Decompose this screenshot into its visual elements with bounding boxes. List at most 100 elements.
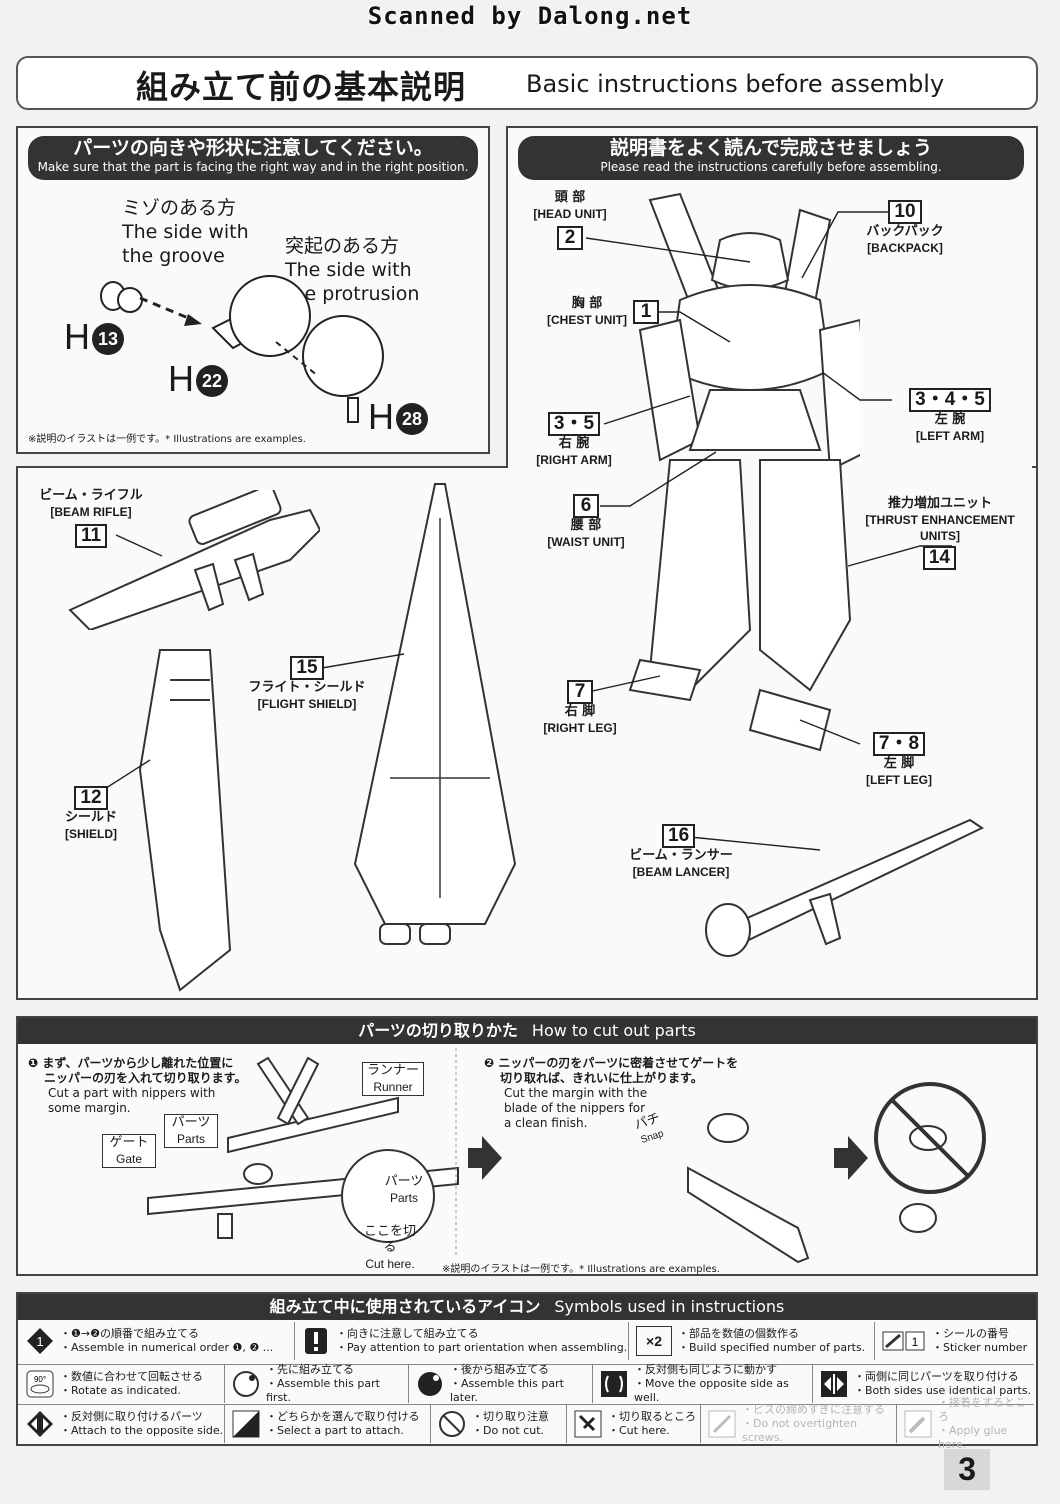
sticker-icon: 1 bbox=[882, 1327, 926, 1355]
cut-here-label-en: Cut here. bbox=[365, 1257, 415, 1271]
zoom-parts-label-jp: パーツ bbox=[384, 1174, 424, 1189]
cut-step2-marker: ❷ bbox=[484, 1056, 499, 1070]
mobile-suit-illustration bbox=[628, 192, 860, 752]
label-beam-rifle: ビーム・ライフル [BEAM RIFLE] 11 bbox=[36, 488, 146, 548]
cut-note: ※説明のイラストは一例です。* Illustrations are exampl… bbox=[442, 1264, 720, 1275]
symbol-later: ・後から組み立てる・Assemble this part later. bbox=[408, 1363, 593, 1404]
protrusion-label-en2: the protrusion bbox=[285, 283, 420, 305]
symbol-cut-here: ・切り取るところ・Cut here. bbox=[566, 1404, 701, 1443]
step-order-icon-label: 1 bbox=[36, 1334, 43, 1349]
label-beam-lancer-en: [BEAM LANCER] bbox=[632, 865, 730, 879]
opposite-side-icon bbox=[26, 1410, 54, 1438]
symbol-rotate: 90° ・数値に合わせて回転させる・Rotate as indicated. bbox=[18, 1364, 225, 1403]
cut-step2: ❷ ニッパーの刃をパーツに密着させてゲートを 切り取れば、きれいに仕上がります。… bbox=[484, 1056, 738, 1131]
symbol-multiple: ×2 ・部品を数値の個数作る・Build specified number of… bbox=[628, 1322, 875, 1360]
section-header: 組み立て前の基本説明 Basic instructions before ass… bbox=[16, 56, 1038, 110]
label-shield-en: [SHIELD] bbox=[65, 827, 117, 841]
label-right-leg: 7 右 脚 [RIGHT LEG] bbox=[530, 680, 630, 736]
label-right-arm-jp: 右 腕 bbox=[558, 436, 590, 451]
move-opposite-icon bbox=[600, 1370, 628, 1398]
cut-illustration bbox=[147, 1048, 986, 1264]
label-flight-shield-en: [FLIGHT SHIELD] bbox=[257, 697, 357, 711]
symbol-cut-here-en: ・Cut here. bbox=[608, 1424, 670, 1437]
orientation-caption: パーツの向きや形状に注意してください。 Make sure that the p… bbox=[28, 136, 478, 180]
symbol-opposite-side: ・反対側に取り付けるパーツ・Attach to the opposite sid… bbox=[18, 1404, 225, 1443]
symbol-numerical-order-en: ・Assemble in numerical order ❶, ❷ ... bbox=[60, 1341, 274, 1354]
label-head-unit-en: [HEAD UNIT] bbox=[533, 207, 607, 221]
cut-step2-en2: blade of the nippers for bbox=[504, 1101, 646, 1115]
rotate-icon: 90° bbox=[26, 1370, 54, 1398]
cut-step2-jp2: 切り取れば、きれいに仕上がります。 bbox=[500, 1071, 703, 1085]
nippers-icon bbox=[574, 1410, 602, 1438]
header-title-en: Basic instructions before assembly bbox=[526, 70, 945, 98]
label-right-leg-num: 7 bbox=[567, 680, 593, 704]
symbol-move-opposite-en: ・Move the opposite side as well. bbox=[634, 1377, 789, 1404]
symbol-glue-jp: ・接着をするところ bbox=[938, 1396, 1026, 1423]
symbol-sticker-en: ・Sticker number bbox=[932, 1341, 1028, 1354]
symbol-move-opposite-jp: ・反対側も同じように動かす bbox=[634, 1363, 777, 1376]
label-beam-rifle-en: [BEAM RIFLE] bbox=[50, 505, 132, 519]
symbol-sticker-jp: ・シールの番号 bbox=[932, 1327, 1009, 1340]
cut-here-label-jp: ここを切る bbox=[363, 1224, 416, 1255]
protrusion-label-jp: 突起のある方 bbox=[285, 235, 400, 257]
select-part-icon bbox=[232, 1410, 260, 1438]
symbol-do-not-cut-jp: ・切り取り注意 bbox=[472, 1410, 549, 1423]
rotate-icon-label: 90° bbox=[34, 1375, 46, 1384]
groove-label-jp: ミゾのある方 bbox=[122, 197, 237, 219]
runner-label-jp: ランナー bbox=[366, 1063, 419, 1078]
label-head-unit: 頭 部 [HEAD UNIT] 2 bbox=[520, 190, 620, 250]
label-shield-jp: シールド bbox=[64, 810, 117, 825]
symbol-first-jp: ・先に組み立てる bbox=[266, 1363, 354, 1376]
symbol-numerical-order-jp: ・❶→❷の順番で組み立てる bbox=[60, 1327, 199, 1340]
label-left-arm: 3・4・5 左 腕 [LEFT ARM] bbox=[880, 388, 1020, 444]
groove-label-en2: the groove bbox=[122, 245, 225, 267]
label-left-leg-num: 7・8 bbox=[872, 732, 926, 756]
assemble-first-icon bbox=[232, 1370, 260, 1398]
symbol-glue: ・接着をするところ・Apply glue here. bbox=[896, 1396, 1034, 1451]
cut-title-en: How to cut out parts bbox=[531, 1021, 696, 1040]
symbol-orientation: ・向きに注意して組み立てる・Pay attention to part orie… bbox=[294, 1322, 629, 1360]
label-waist-unit-en: [WAIST UNIT] bbox=[547, 535, 625, 549]
read-caption: 説明書をよく読んで完成させましょう Please read the instru… bbox=[518, 136, 1024, 180]
label-left-leg: 7・8 左 脚 [LEFT LEG] bbox=[844, 732, 954, 788]
symbol-opposite-side-jp: ・反対側に取り付けるパーツ bbox=[60, 1410, 203, 1423]
label-thrust-units: 推力増加ユニット [THRUST ENHANCEMENT UNITS] 14 bbox=[850, 496, 1030, 570]
page-number: 3 bbox=[944, 1449, 990, 1490]
cut-step2-jp1: ニッパーの刃をパーツに密着させてゲートを bbox=[498, 1056, 739, 1070]
symbol-select: ・どちらかを選んで取り付ける・Select a part to attach. bbox=[224, 1404, 431, 1443]
symbol-rotate-en: ・Rotate as indicated. bbox=[60, 1384, 181, 1397]
label-backpack-en: [BACKPACK] bbox=[867, 241, 943, 255]
label-beam-rifle-num: 11 bbox=[74, 524, 108, 548]
label-beam-lancer-jp: ビーム・ランサー bbox=[629, 848, 733, 863]
label-right-arm-en: [RIGHT ARM] bbox=[536, 453, 612, 467]
label-right-leg-jp: 右 脚 bbox=[564, 704, 596, 719]
label-chest-unit: 胸 部[CHEST UNIT] 1 bbox=[528, 296, 678, 328]
cut-step1-jp1: まず、パーツから少し離れた位置に bbox=[42, 1056, 234, 1070]
zoom-parts-label-en: Parts bbox=[389, 1191, 418, 1205]
cut-panel: パーツの切り取りかた How to cut out parts ❶ まず、パーツか… bbox=[16, 1016, 1038, 1276]
symbol-cut-here-jp: ・切り取るところ bbox=[608, 1410, 696, 1423]
symbol-orientation-en: ・Pay attention to part orientation when … bbox=[336, 1341, 628, 1354]
protrusion-label-en1: The side with bbox=[285, 259, 412, 281]
symbol-sticker: 1 ・シールの番号・Sticker number bbox=[874, 1322, 1034, 1360]
parts-label-jp: パーツ bbox=[171, 1115, 211, 1130]
symbol-multiple-jp: ・部品を数値の個数作る bbox=[678, 1327, 799, 1340]
groove-label: ミゾのある方 The side with the groove bbox=[122, 196, 249, 268]
shield-illustration bbox=[138, 649, 232, 992]
label-right-arm-num: 3・5 bbox=[547, 412, 601, 436]
cut-title-jp: パーツの切り取りかた bbox=[358, 1021, 518, 1040]
gate-label-jp: ゲート bbox=[109, 1135, 149, 1150]
part-h22-num: 22 bbox=[196, 365, 228, 398]
symbol-select-jp: ・どちらかを選んで取り付ける bbox=[266, 1410, 420, 1423]
symbol-rotate-jp: ・数値に合わせて回転させる bbox=[60, 1370, 203, 1383]
symbol-later-jp: ・後から組み立てる bbox=[450, 1363, 549, 1376]
step-order-icon: 1 bbox=[26, 1327, 54, 1355]
cut-step1: ❶ まず、パーツから少し離れた位置に ニッパーの刃を入れて切り取ります。 Cut… bbox=[28, 1056, 246, 1116]
label-right-leg-en: [RIGHT LEG] bbox=[543, 721, 617, 735]
symbol-glue-en: ・Apply glue here. bbox=[938, 1424, 1008, 1451]
assemble-later-icon bbox=[416, 1370, 444, 1398]
part-h28-letter: H bbox=[368, 396, 394, 437]
label-right-arm: 3・5 右 腕 [RIGHT ARM] bbox=[524, 412, 624, 468]
label-left-leg-jp: 左 脚 bbox=[883, 756, 915, 771]
